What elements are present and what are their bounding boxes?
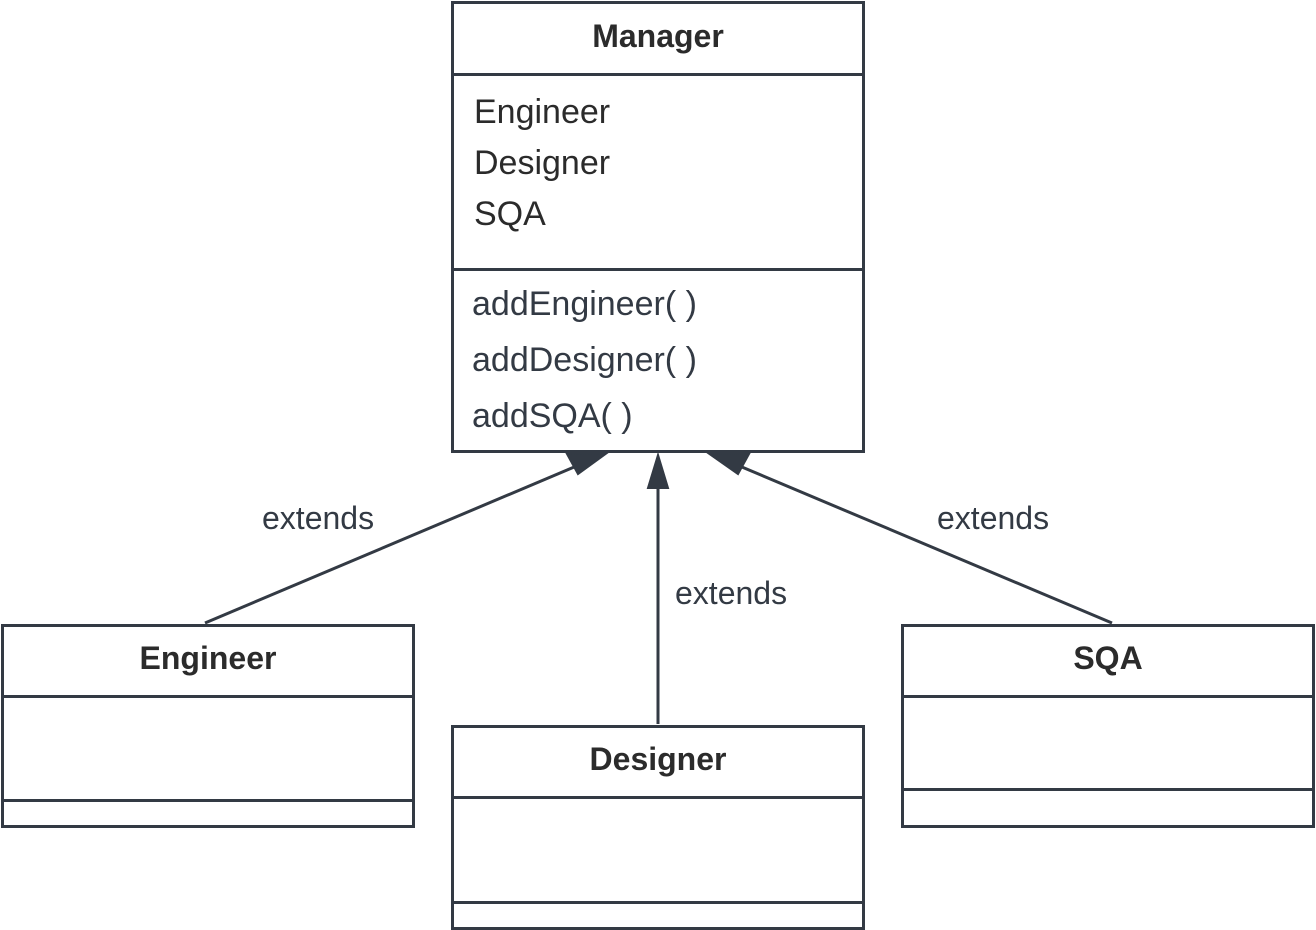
class-name: Manager [454, 4, 862, 76]
method-add-engineer: addEngineer( ) [472, 285, 697, 323]
method-add-sqa: addSQA( ) [472, 397, 633, 435]
attributes-compartment: Engineer Designer SQA [454, 76, 862, 271]
attribute-engineer: Engineer [474, 93, 611, 131]
attribute-sqa: SQA [474, 195, 546, 233]
arrowhead-engineer [565, 451, 611, 476]
attributes-compartment [4, 698, 412, 802]
class-sqa[interactable]: SQA [901, 624, 1315, 828]
class-engineer[interactable]: Engineer [1, 624, 415, 828]
edge-sqa-to-manager [729, 460, 1113, 625]
class-designer[interactable]: Designer [451, 725, 865, 930]
arrowhead-sqa [704, 451, 751, 476]
attributes-compartment [454, 799, 862, 904]
arrowhead-designer [646, 451, 670, 489]
edge-label-engineer: extends [262, 500, 375, 536]
class-name: SQA [904, 627, 1312, 698]
class-manager[interactable]: Manager Engineer Designer SQA addEnginee… [451, 1, 865, 453]
edge-label-sqa: extends [937, 500, 1050, 536]
method-add-designer: addDesigner( ) [472, 341, 697, 379]
attribute-designer: Designer [474, 144, 611, 182]
class-name: Engineer [4, 627, 412, 698]
class-name: Designer [454, 728, 862, 799]
methods-compartment: addEngineer( ) addDesigner( ) addSQA( ) [454, 271, 862, 451]
attributes-compartment [904, 698, 1312, 791]
edge-engineer-to-manager [204, 460, 587, 625]
edge-label-designer: extends [675, 575, 788, 611]
